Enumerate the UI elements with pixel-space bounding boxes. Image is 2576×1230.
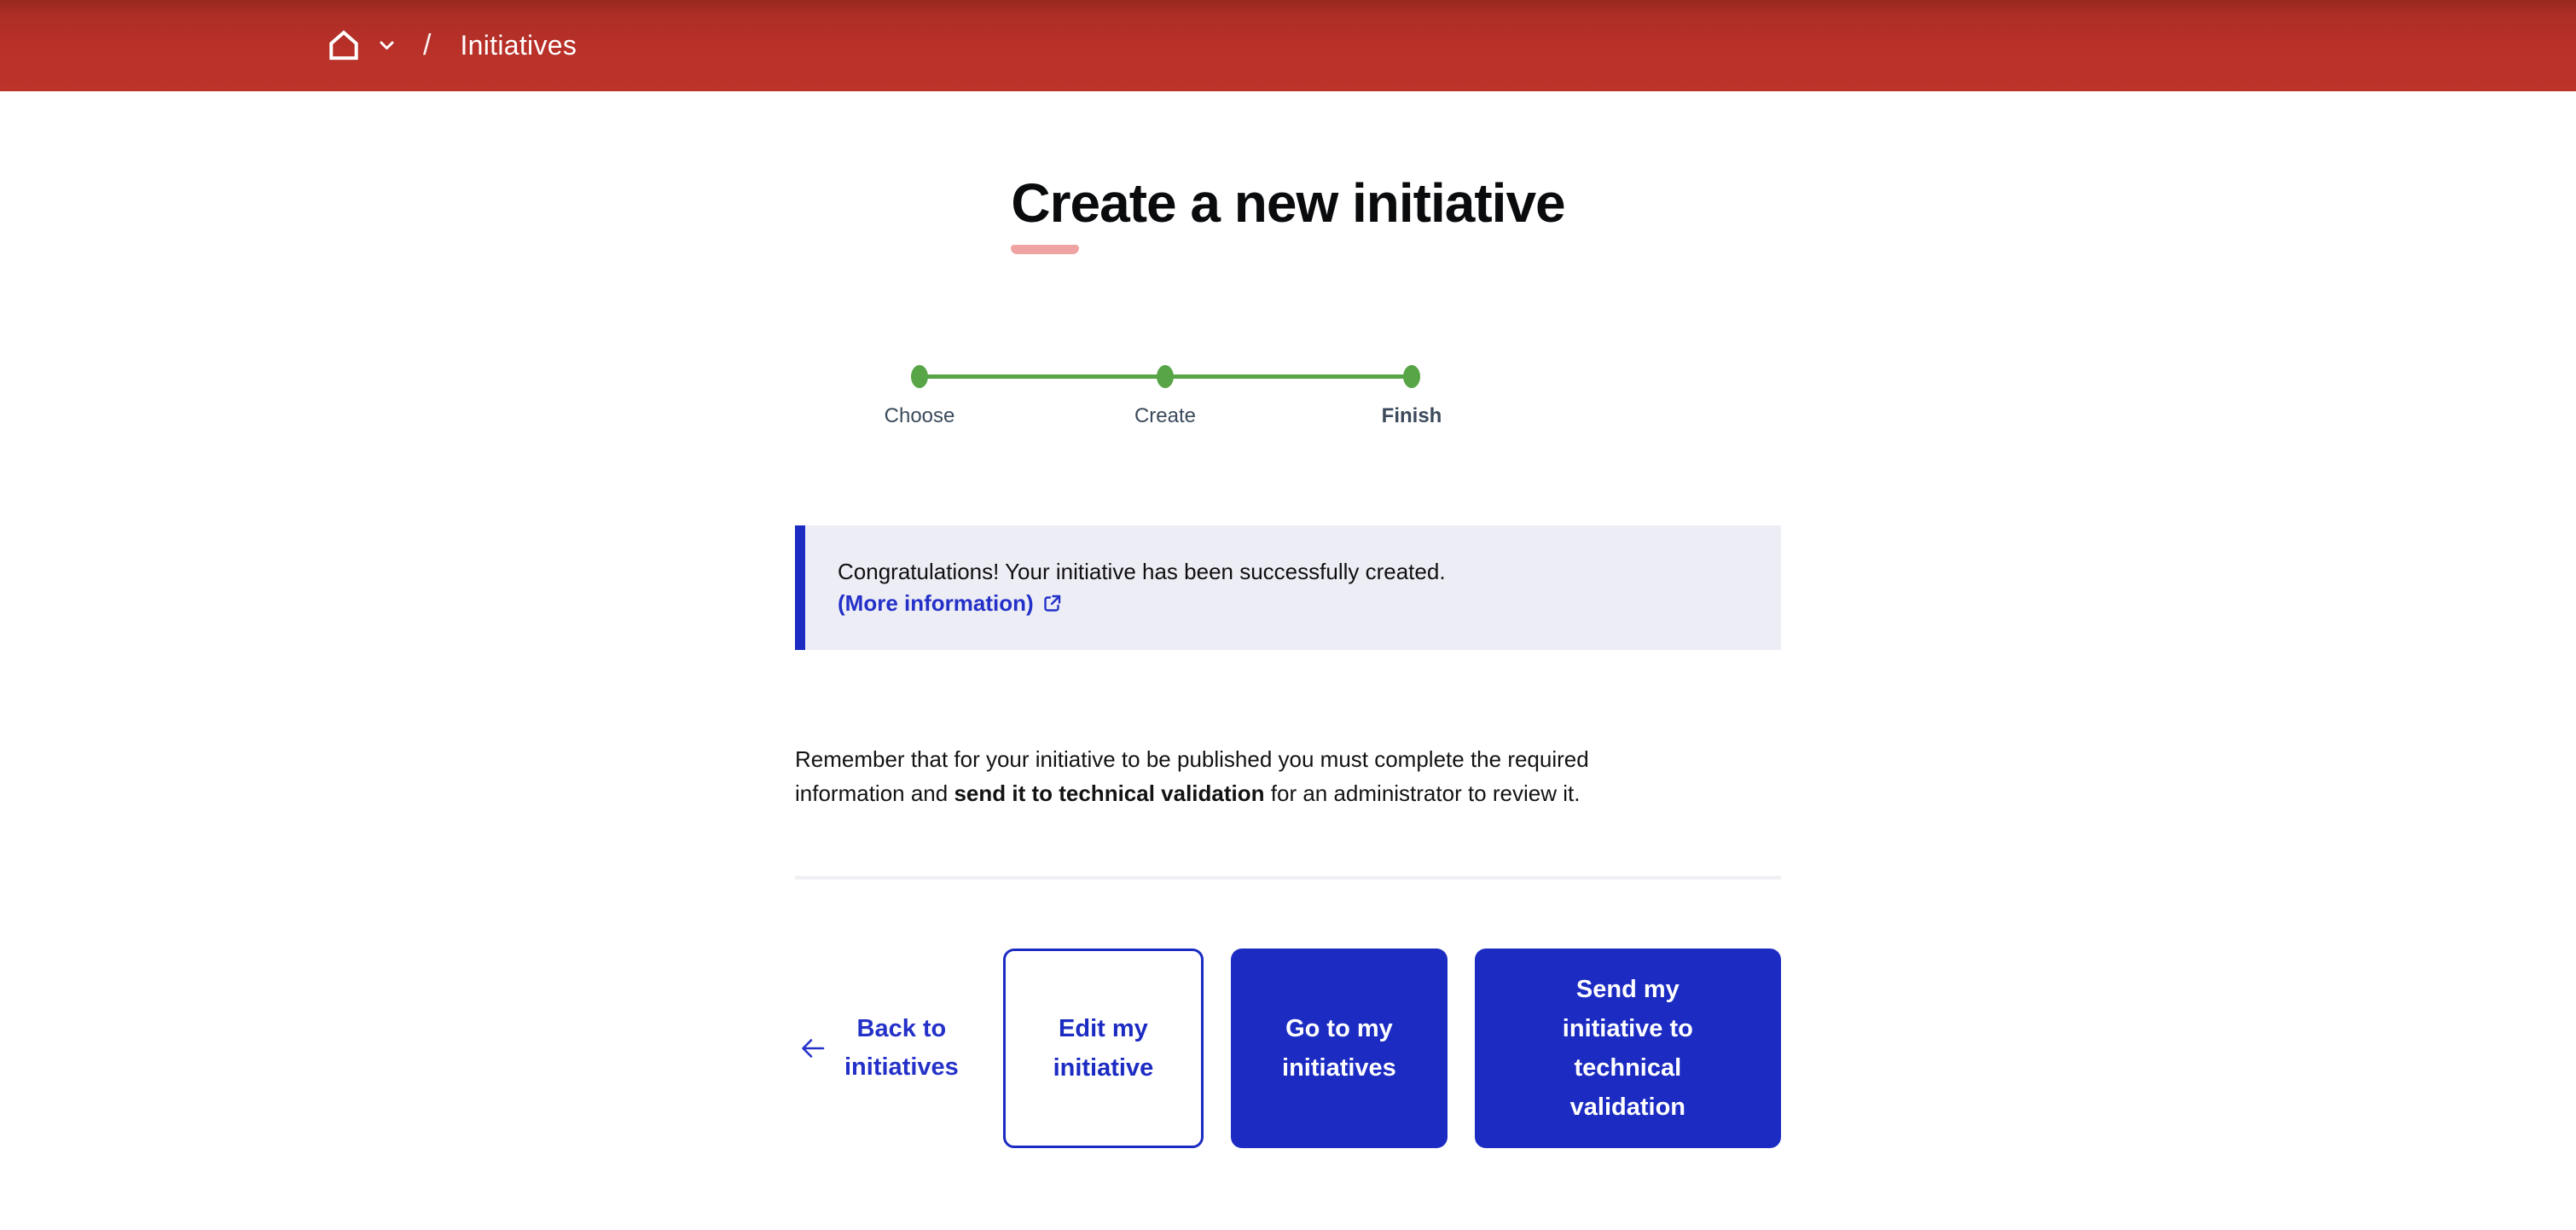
chevron-down-icon[interactable] bbox=[380, 41, 394, 50]
title-underline bbox=[1011, 245, 1080, 254]
reminder-line-1: Remember that for your initiative to be … bbox=[795, 746, 1589, 772]
title-section: Create a new initiative bbox=[795, 91, 1781, 254]
step-dot-create bbox=[1157, 365, 1174, 388]
breadcrumb-separator: / bbox=[423, 29, 432, 61]
breadcrumb: / Initiatives bbox=[327, 29, 577, 63]
page-title: Create a new initiative bbox=[1011, 171, 1566, 254]
external-link-icon[interactable] bbox=[1042, 594, 1062, 613]
page-title-text: Create a new initiative bbox=[1011, 172, 1565, 234]
success-message: Congratulations! Your initiative has bee… bbox=[838, 559, 1446, 584]
back-to-initiatives-label: Back to initiatives bbox=[844, 1015, 959, 1081]
validation-reminder-text: Remember that for your initiative to be … bbox=[795, 742, 1781, 810]
reminder-line-2: information and send it to technical val… bbox=[795, 780, 1581, 806]
more-information-link[interactable]: (More information) bbox=[838, 590, 1034, 616]
step-dot-finish bbox=[1403, 365, 1420, 388]
edit-my-initiative-button[interactable]: Edit my initiative bbox=[1002, 949, 1204, 1148]
section-divider bbox=[795, 876, 1781, 879]
step-dot-choose bbox=[911, 365, 928, 388]
breadcrumb-item-initiatives[interactable]: Initiatives bbox=[460, 30, 577, 61]
send-to-technical-validation-button[interactable]: Send my initiative to technical validati… bbox=[1474, 949, 1781, 1148]
go-to-my-initiatives-button[interactable]: Go to my initiatives bbox=[1231, 949, 1448, 1148]
main-content: Create a new initiative Choose Create Fi… bbox=[795, 91, 1781, 1148]
arrow-left-icon bbox=[800, 1036, 826, 1061]
step-label-finish: Finish bbox=[1381, 404, 1442, 427]
home-link[interactable] bbox=[327, 29, 361, 63]
back-to-initiatives-link[interactable]: Back to initiatives bbox=[795, 949, 976, 1148]
top-navigation-bar: / Initiatives bbox=[0, 0, 2576, 91]
success-callout: Congratulations! Your initiative has bee… bbox=[795, 525, 1781, 650]
step-label-create: Create bbox=[1134, 404, 1197, 427]
home-icon bbox=[327, 29, 361, 63]
wizard-stepper: Choose Create Finish bbox=[795, 365, 1781, 430]
action-buttons-row: Back to initiatives Edit my initiative G… bbox=[795, 949, 1781, 1148]
step-label-choose: Choose bbox=[884, 404, 955, 427]
